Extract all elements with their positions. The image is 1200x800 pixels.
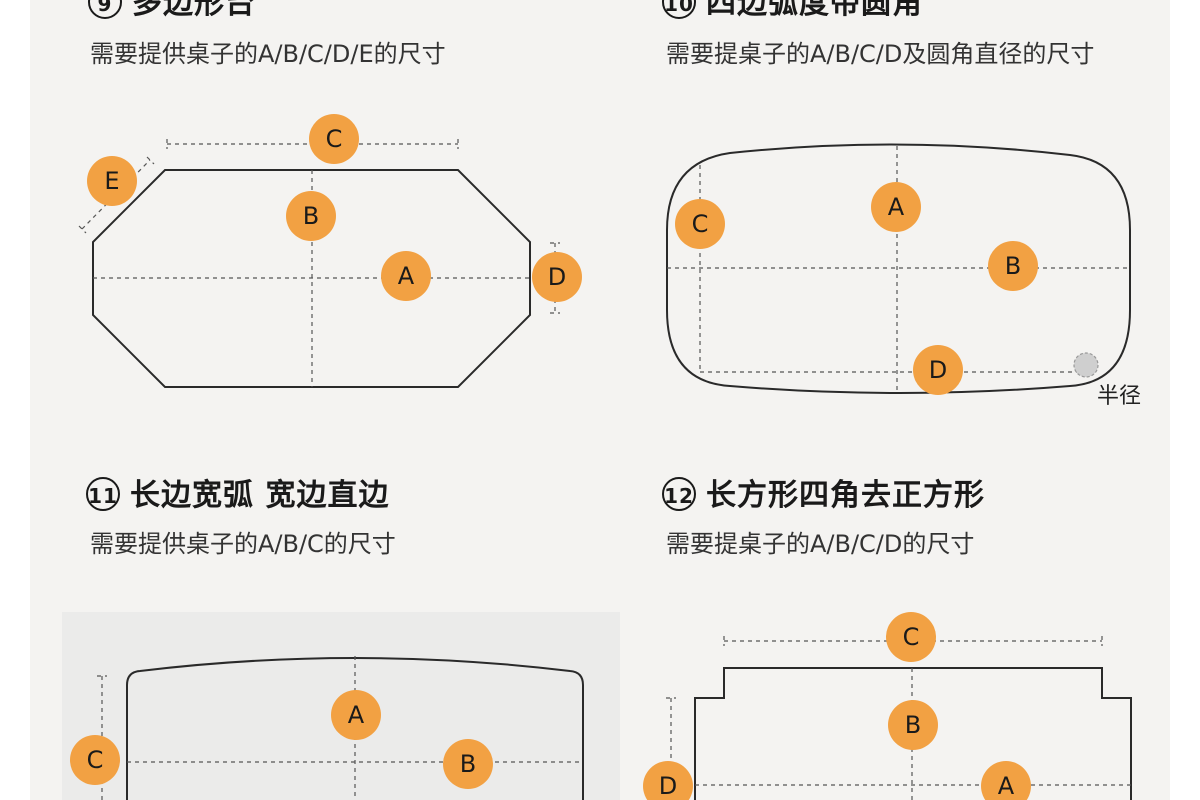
svg-text:E: E	[104, 167, 119, 195]
section-11-title-text: 长边宽弧 宽边直边	[130, 478, 390, 513]
diagram-10: A C B D	[666, 143, 1131, 395]
section-12-title-text: 长方形四角去正方形	[706, 478, 985, 513]
badge-b: B	[988, 241, 1038, 291]
badge-e: E	[87, 156, 137, 206]
badge-c: C	[70, 735, 120, 785]
svg-text:D: D	[929, 356, 947, 384]
diagram-11: A C B	[62, 612, 620, 800]
svg-text:C: C	[692, 210, 709, 238]
badge-a: A	[331, 690, 381, 740]
radius-marker	[1073, 352, 1099, 378]
section-12-subtitle: 需要提桌子的A/B/C/D的尺寸	[666, 530, 975, 558]
section-10-title-text: 四边弧度带圆角	[706, 0, 923, 21]
svg-text:A: A	[888, 193, 905, 221]
svg-text:B: B	[460, 750, 476, 778]
svg-text:A: A	[348, 701, 365, 729]
badge-d: D	[532, 252, 582, 302]
badge-b: B	[286, 191, 336, 241]
diagram-12: C B D A	[643, 612, 1132, 800]
section-10-subtitle: 需要提桌子的A/B/C/D及圆角直径的尺寸	[666, 40, 1095, 68]
badge-a: A	[381, 251, 431, 301]
section-11-title: 11 长边宽弧 宽边直边	[86, 470, 389, 514]
octagon-shape	[92, 169, 531, 388]
badge-d: D	[643, 761, 693, 800]
badge-c: C	[886, 612, 936, 662]
section-9-title-text: 多边形台	[132, 0, 256, 21]
svg-text:C: C	[326, 125, 343, 153]
badge-a: A	[981, 761, 1031, 800]
svg-text:B: B	[303, 202, 319, 230]
svg-text:A: A	[998, 772, 1015, 800]
radius-label: 半径	[1097, 384, 1142, 409]
svg-text:B: B	[1005, 252, 1021, 280]
badge-d: D	[913, 345, 963, 395]
badge-b: B	[443, 739, 493, 789]
svg-text:A: A	[398, 262, 415, 290]
badge-c: C	[675, 199, 725, 249]
svg-text:C: C	[903, 623, 920, 651]
diagram-9: C E B A D	[78, 114, 582, 388]
section-12-title: 12 长方形四角去正方形	[662, 470, 985, 514]
svg-text:B: B	[905, 711, 921, 739]
badge-a: A	[871, 182, 921, 232]
section-12-number: 12	[662, 476, 696, 511]
svg-text:D: D	[659, 772, 677, 800]
notched-rect-shape	[694, 667, 1132, 800]
svg-text:C: C	[87, 746, 104, 774]
section-11-number: 11	[86, 476, 120, 511]
badge-c: C	[309, 114, 359, 164]
badge-b: B	[888, 700, 938, 750]
rounded-arc-shape	[666, 143, 1131, 394]
section-9-subtitle: 需要提供桌子的A/B/C/D/E的尺寸	[90, 40, 446, 68]
svg-text:D: D	[548, 263, 566, 291]
section-11-subtitle: 需要提供桌子的A/B/C的尺寸	[90, 530, 396, 558]
